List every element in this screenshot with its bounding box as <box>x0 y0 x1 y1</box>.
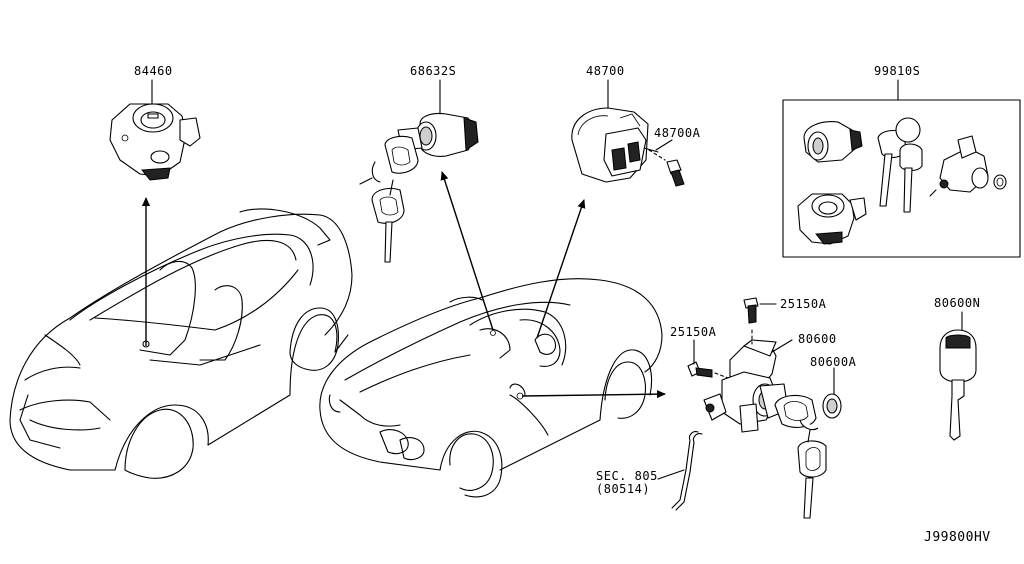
part-number-68632S: 68632S <box>410 64 457 78</box>
diagram-id: J99800HV <box>924 530 991 545</box>
bolt-25150A-left-illustration <box>687 361 713 378</box>
key-set-kit-illustration <box>782 99 1021 258</box>
part-number-99810S: 99810S <box>874 64 921 78</box>
section-reference: SEC. 805 (80514) <box>596 470 658 496</box>
part-number-84460: 84460 <box>134 64 173 78</box>
part-number-25150A-top: 25150A <box>780 297 827 311</box>
trunk-lock-illustration <box>109 103 201 181</box>
leader-sec805 <box>657 469 685 480</box>
part-number-80600: 80600 <box>798 332 837 346</box>
leader-80600 <box>771 339 793 353</box>
ignition-switch-illustration <box>571 107 659 183</box>
glove-box-lock-illustration <box>359 112 479 263</box>
part-number-48700A: 48700A <box>654 126 701 140</box>
door-lock-assembly-illustration <box>703 329 827 519</box>
arrow-to-68632S <box>440 171 494 331</box>
part-number-25150A-left: 25150A <box>670 325 717 339</box>
screw-48700A-illustration <box>648 149 685 187</box>
part-number-48700: 48700 <box>586 64 625 78</box>
car-rear-illustration <box>319 278 663 498</box>
leader-48700A <box>655 139 673 151</box>
section-reference-line2: (80514) <box>596 482 651 496</box>
part-number-80600A: 80600A <box>810 355 857 369</box>
part-number-80600N: 80600N <box>934 296 981 310</box>
car-interior-illustration <box>9 208 353 479</box>
arrow-to-80600 <box>521 390 666 399</box>
section-reference-line1: SEC. 805 <box>596 469 658 483</box>
bolt-25150A-top-illustration <box>743 297 759 324</box>
key-80600N-illustration <box>939 329 977 441</box>
arrow-to-48700 <box>536 199 586 339</box>
lock-rod-illustration <box>671 431 703 511</box>
ring-80600A-illustration <box>822 393 842 419</box>
